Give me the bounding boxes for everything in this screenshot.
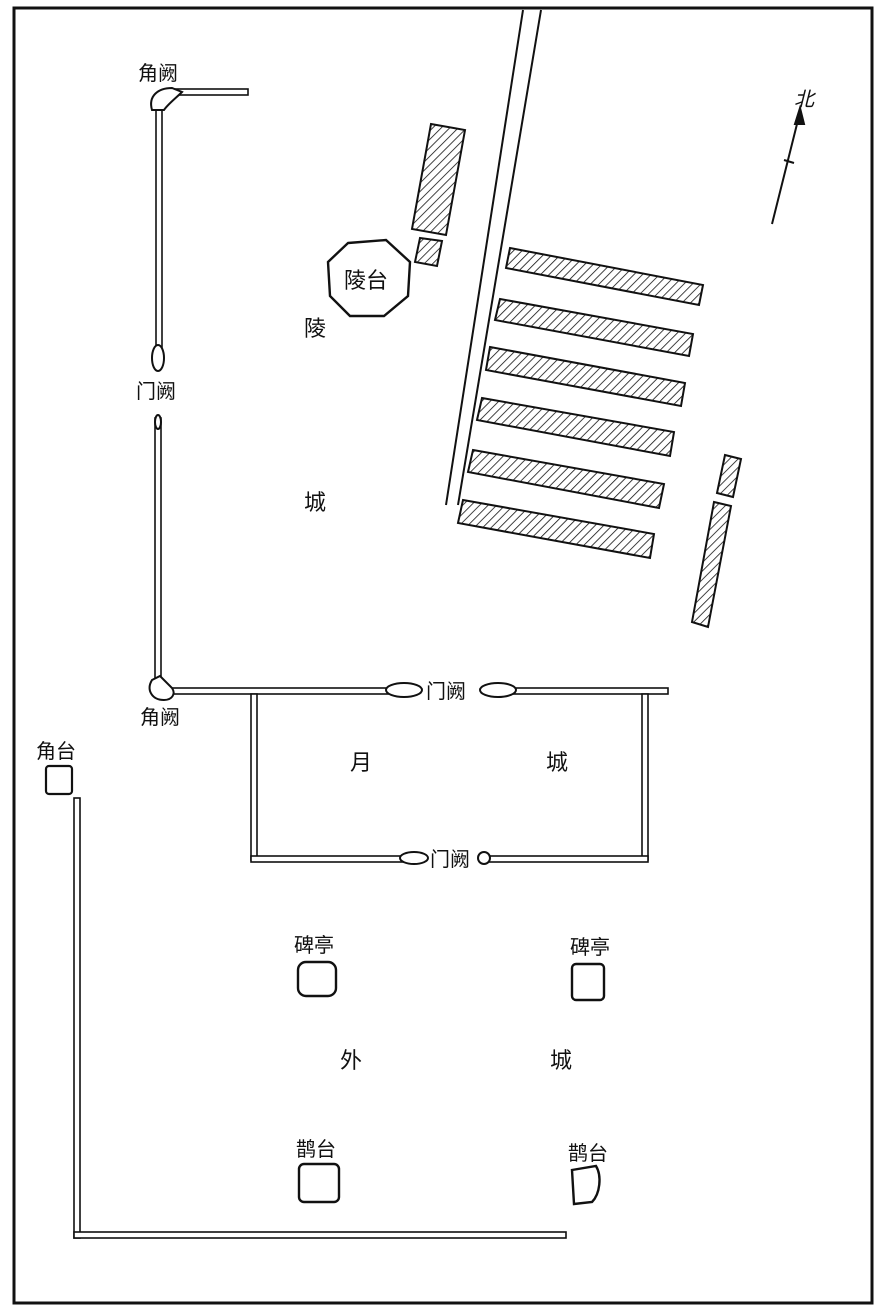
label-gate-que-north-1: 门阙 <box>426 679 466 703</box>
ling-city-west-wall-upper <box>155 107 163 352</box>
yue-city-south-wall-right <box>487 855 649 863</box>
south-gate-que-right <box>477 851 491 865</box>
north-arrow-head <box>793 104 806 125</box>
ling-city-walls <box>154 88 669 695</box>
north-arrow <box>771 104 806 225</box>
label-ling: 陵 <box>304 317 326 342</box>
label-yue: 月 <box>350 751 372 776</box>
yue-city-walls <box>250 693 649 863</box>
outer-city-west-wall <box>73 797 81 1239</box>
label-corner-tower: 角台 <box>36 739 76 763</box>
label-stele-pavilion-left: 碑亭 <box>294 933 334 957</box>
north-gate-que-right <box>479 682 517 698</box>
road <box>445 9 542 506</box>
south-gate-que-left <box>399 851 429 865</box>
corner-tower-shape <box>44 764 74 796</box>
west-gate-que-lower <box>154 414 162 430</box>
outer-city-south-wall <box>73 1231 567 1239</box>
hall-3 <box>484 345 687 408</box>
que-tai-left-shape <box>297 1162 341 1204</box>
label-wai: 外 <box>340 1049 362 1074</box>
stele-pavilion-right-shape <box>570 962 606 1002</box>
label-gate-que-west: 门阙 <box>136 379 176 403</box>
corner-que-top-shape <box>150 86 184 111</box>
hall-6 <box>456 498 656 560</box>
hall-4 <box>475 396 676 458</box>
label-gate-que-north-2: 门阙 <box>430 847 470 871</box>
outer-city-walls <box>73 797 567 1239</box>
corner-que-bottom-shape <box>148 674 175 702</box>
west-gate-que-upper <box>151 344 165 372</box>
mausoleum-mound-shape <box>326 238 412 318</box>
label-north: 北 <box>794 87 816 111</box>
hall-2 <box>493 297 695 358</box>
label-corner-que-top: 角阙 <box>138 61 178 85</box>
label-cheng-wai: 城 <box>550 1049 572 1074</box>
hall-1 <box>504 246 705 307</box>
outer-frame <box>12 6 874 1305</box>
hall-5 <box>466 448 666 510</box>
ling-city-west-wall-lower <box>154 417 162 681</box>
yue-city-east-wall <box>641 693 649 861</box>
stele-pavilion-left-shape <box>296 960 338 998</box>
label-que-tai-left: 鹊台 <box>296 1137 336 1161</box>
foundation-a <box>410 122 467 237</box>
north-gate-que-left <box>385 682 423 698</box>
yue-city-south-wall-left <box>250 855 407 863</box>
ling-city-south-wall-right <box>509 687 669 695</box>
label-mausoleum-mound: 陵台 <box>344 269 388 294</box>
foundation-b <box>413 236 444 268</box>
label-stele-pavilion-right: 碑亭 <box>570 935 610 959</box>
ling-city-south-wall-left <box>169 687 391 695</box>
que-tai-right-shape <box>570 1164 601 1206</box>
label-cheng-yue: 城 <box>546 751 568 776</box>
label-que-tai-right: 鹊台 <box>568 1141 608 1165</box>
label-cheng-ling: 城 <box>304 491 326 516</box>
yue-city-west-wall <box>250 693 258 861</box>
label-corner-que-bottom: 角阙 <box>140 705 180 729</box>
foundation-d <box>690 500 733 629</box>
foundation-c <box>715 453 743 499</box>
building-foundations <box>410 122 743 629</box>
